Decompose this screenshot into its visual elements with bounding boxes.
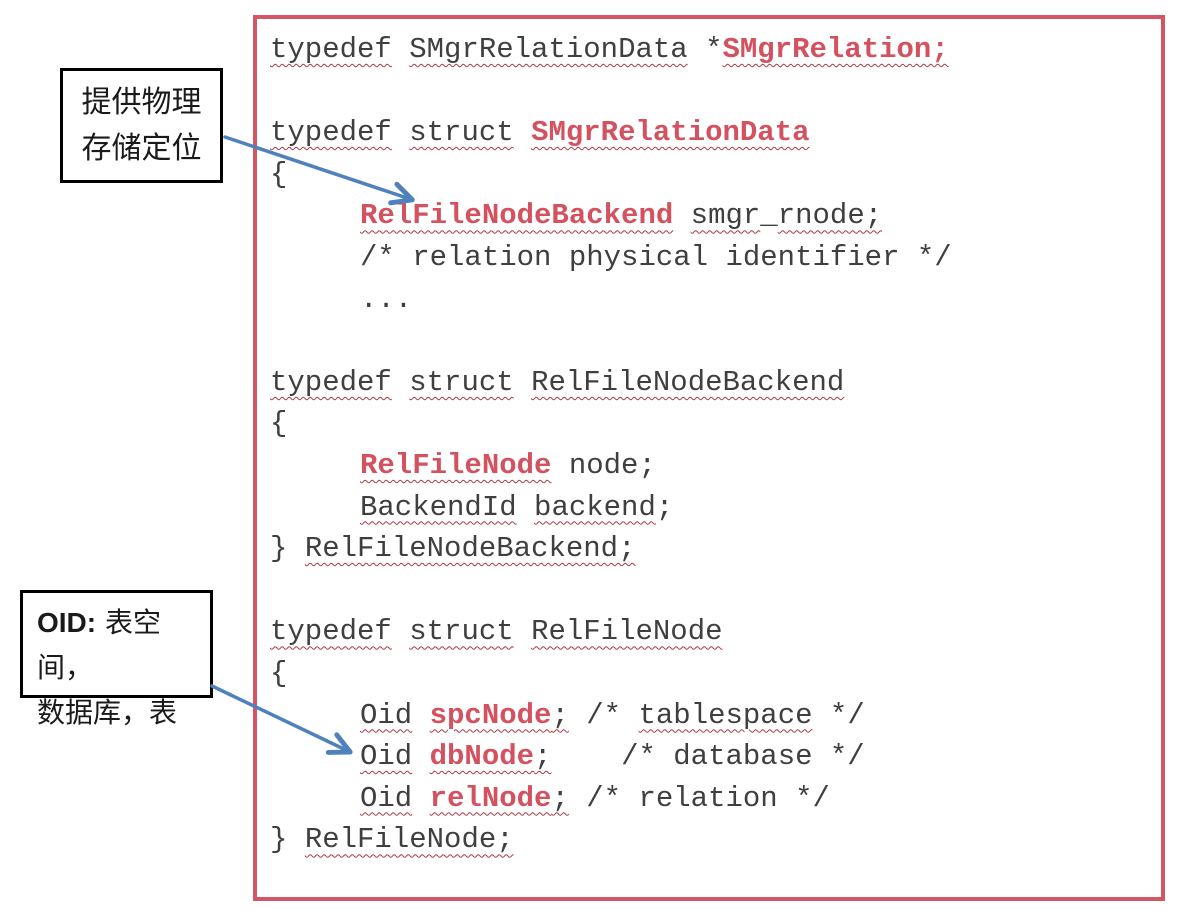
code-token: {	[270, 407, 288, 441]
code-token: backend	[534, 490, 656, 524]
annotation-text: 存储定位	[81, 131, 202, 166]
annotation-text: OID:	[37, 607, 97, 638]
code-line: {	[270, 403, 1157, 445]
code-token: /*	[568, 698, 639, 732]
code-token: typedef	[270, 33, 392, 66]
code-token: /* relation */	[568, 781, 830, 815]
code-token	[412, 740, 429, 773]
annotation-text: 提供物理	[81, 85, 202, 120]
code-token: {	[270, 157, 288, 191]
code-token: {	[270, 656, 288, 690]
code-token: typedef	[270, 365, 392, 399]
code-token: Oid	[360, 698, 413, 732]
code-token: */	[812, 698, 865, 732]
code-panel: typedef SMgrRelationData *SMgrRelation; …	[253, 15, 1165, 901]
code-token: ...	[360, 282, 413, 316]
code-token-highlight: spcNode	[429, 698, 552, 732]
code-token: ;	[534, 740, 552, 774]
code-token	[412, 699, 429, 732]
code-token: node;	[551, 448, 656, 482]
annotation-line: 数据库，表	[37, 690, 210, 735]
code-line: RelFileNodeBackend smgr_rnode;	[270, 195, 1157, 237]
code-token	[514, 615, 531, 648]
code-token: RelFileNode	[531, 615, 723, 649]
code-token	[514, 116, 531, 149]
code-token-highlight: dbNode	[429, 740, 535, 774]
code-token: }	[270, 532, 305, 566]
code-token: Oid	[360, 740, 413, 774]
code-line: } RelFileNode;	[270, 819, 1157, 861]
annotation-box-oid: OID: 表空间， 数据库，表	[20, 590, 213, 729]
code-token-highlight: SMgrRelation;	[722, 33, 949, 66]
code-token: RelFileNode;	[304, 823, 514, 857]
code-line	[270, 71, 1157, 113]
code-token	[392, 116, 409, 149]
code-line: ...	[270, 279, 1157, 321]
code-token-highlight: RelFileNodeBackend	[360, 199, 674, 233]
code-token-highlight: RelFileNode	[360, 448, 552, 482]
code-token	[517, 491, 534, 524]
annotation-line: 存储定位	[63, 126, 220, 172]
code-token: ;	[551, 781, 569, 815]
code-line: /* relation physical identifier */	[270, 237, 1157, 279]
code-token: struct	[409, 615, 514, 649]
code-token: struct	[409, 116, 514, 150]
annotation-text: 数据库，表	[37, 696, 178, 729]
code-line: typedef struct SMgrRelationData	[270, 112, 1157, 154]
code-token: rnode;	[777, 199, 883, 233]
code-block: typedef SMgrRelationData *SMgrRelation; …	[257, 19, 1161, 861]
code-token: SMgrRelationData	[409, 33, 688, 66]
code-line	[270, 320, 1157, 362]
code-token: *	[687, 33, 723, 66]
code-token: _	[760, 199, 778, 233]
code-line	[270, 570, 1157, 612]
code-token: typedef	[270, 615, 392, 649]
code-line: typedef SMgrRelationData *SMgrRelation;	[270, 29, 1157, 71]
annotation-box-physical-storage: 提供物理存储定位	[60, 68, 223, 183]
code-token: typedef	[270, 116, 392, 150]
code-token: Oid	[360, 781, 413, 815]
code-token: struct	[409, 365, 514, 399]
code-token: ;	[551, 698, 569, 732]
code-line: BackendId backend;	[270, 487, 1157, 529]
code-line: Oid relNode; /* relation */	[270, 778, 1157, 820]
code-token: tablespace	[638, 698, 813, 732]
code-token: RelFileNodeBackend;	[304, 532, 636, 566]
code-line: {	[270, 154, 1157, 196]
code-token-highlight: relNode	[429, 781, 552, 815]
annotation-text: 表空间，	[37, 606, 162, 684]
code-token: BackendId	[360, 490, 517, 524]
code-line: RelFileNode node;	[270, 445, 1157, 487]
code-token	[392, 615, 409, 648]
code-token	[673, 199, 690, 232]
code-token: smgr	[690, 199, 761, 233]
code-line: typedef struct RelFileNodeBackend	[270, 362, 1157, 404]
code-token: RelFileNodeBackend	[531, 365, 845, 399]
code-token: ;	[655, 490, 674, 524]
code-token: }	[270, 823, 305, 857]
code-token-highlight: SMgrRelationData	[531, 116, 810, 150]
code-token	[392, 33, 409, 66]
code-line: Oid dbNode; /* database */	[270, 736, 1157, 778]
code-token: /* relation physical identifier */	[360, 240, 952, 274]
code-line: } RelFileNodeBackend;	[270, 528, 1157, 570]
code-token	[392, 366, 409, 399]
annotation-line: OID: 表空间，	[37, 600, 210, 690]
code-line: Oid spcNode; /* tablespace */	[270, 695, 1157, 737]
code-line: typedef struct RelFileNode	[270, 611, 1157, 653]
code-line: {	[270, 653, 1157, 695]
code-token: /* database */	[551, 740, 865, 774]
code-token	[514, 366, 531, 399]
annotation-line: 提供物理	[63, 80, 220, 126]
code-token	[412, 782, 429, 815]
